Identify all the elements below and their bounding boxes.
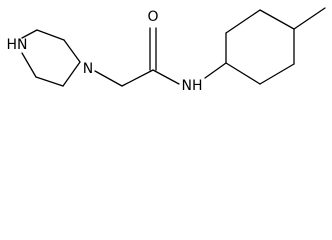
bond-cy4-methyl bbox=[293, 7, 326, 30]
bond-c1-c2 bbox=[36, 29, 65, 41]
piperazine-ring bbox=[21, 29, 81, 87]
atom-label-piperazine-nh: HN bbox=[7, 37, 28, 53]
bond-cy5-cy6 bbox=[259, 63, 295, 85]
acetamide-linker bbox=[94, 27, 227, 87]
atom-label-carbonyl-o: O bbox=[147, 9, 158, 25]
bond-cy3-cy4 bbox=[259, 9, 295, 30]
bond-n-ch2 bbox=[94, 70, 123, 87]
atom-label-piperazine-n: N bbox=[83, 61, 93, 77]
bond-c3-c4 bbox=[35, 76, 64, 87]
bond-nh-cyclohexyl bbox=[204, 62, 227, 79]
bond-n-c3 bbox=[62, 61, 81, 87]
bond-ch2-carbonyl bbox=[121, 69, 154, 87]
cyclohexane-ring bbox=[225, 7, 326, 85]
atom-label-amide-nh: NH bbox=[182, 78, 203, 94]
bond-c2-n bbox=[63, 39, 81, 63]
bond-c4-nh bbox=[21, 52, 37, 78]
bond-cy6-cy1 bbox=[225, 62, 261, 85]
bond-cy2-cy3 bbox=[225, 9, 261, 34]
bond-nh-c1 bbox=[21, 29, 38, 39]
bond-carbonyl-nh bbox=[152, 69, 180, 85]
molecule-structure-diagram: HN N O NH bbox=[7, 7, 326, 94]
